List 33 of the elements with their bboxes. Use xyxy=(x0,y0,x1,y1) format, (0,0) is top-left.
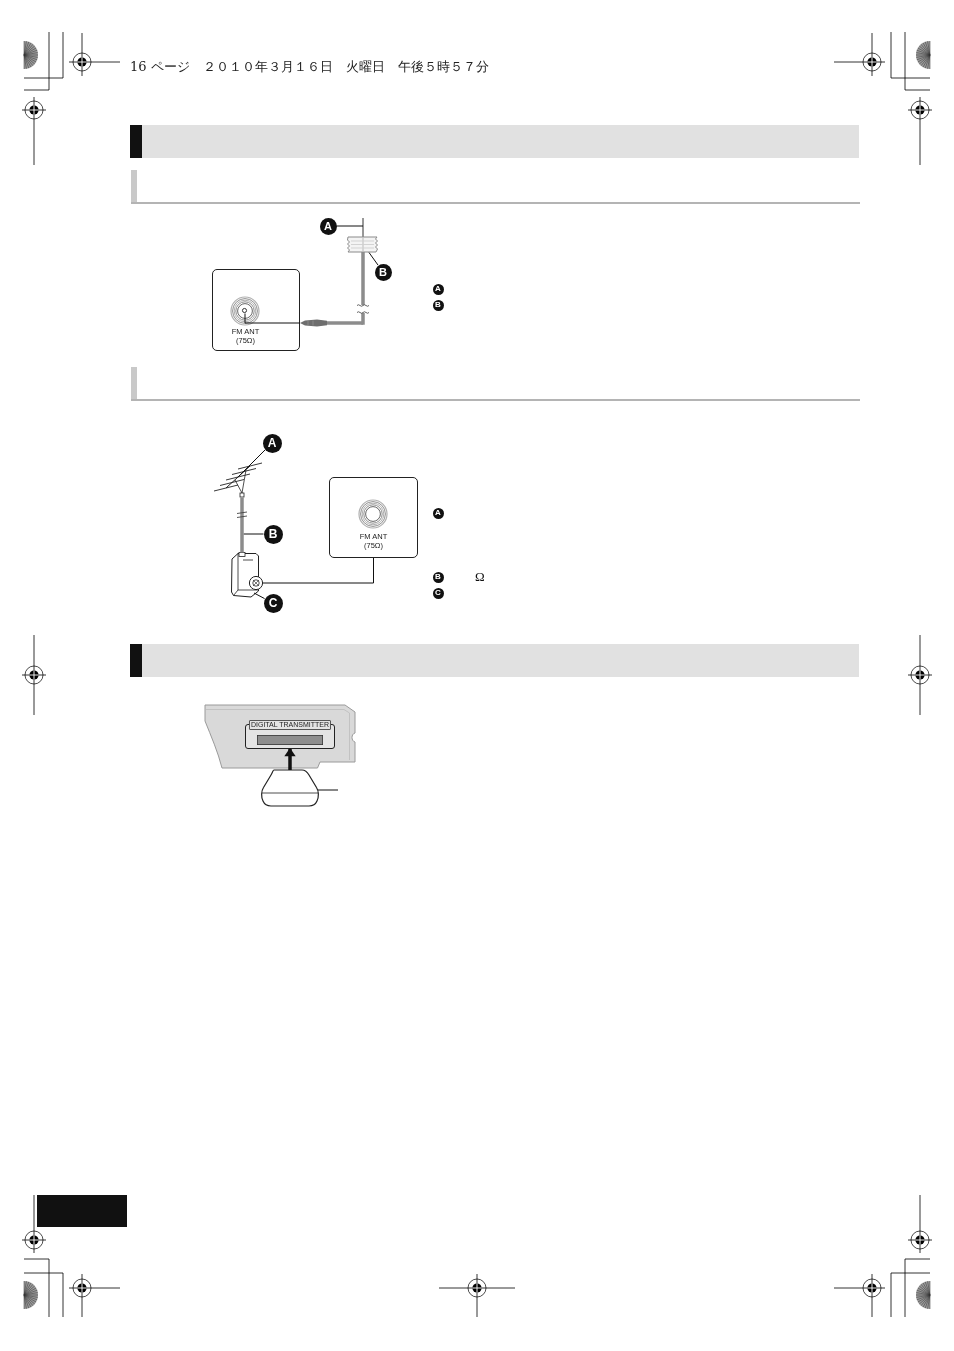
cable xyxy=(244,313,301,324)
jack-pin xyxy=(242,308,247,313)
transmitter xyxy=(260,768,321,808)
terminal-panel xyxy=(212,269,300,351)
callout-letter: A xyxy=(262,433,282,453)
antenna xyxy=(212,461,264,499)
antenna-wire xyxy=(356,217,370,325)
plug xyxy=(299,319,328,327)
leader-line xyxy=(253,592,266,600)
ohm-symbol: Ω xyxy=(475,569,485,585)
callout-letter: A xyxy=(432,507,444,519)
callout-letter: B xyxy=(432,299,444,311)
leader-line xyxy=(368,252,379,266)
arrow xyxy=(284,748,296,770)
callout-letter: C xyxy=(263,593,283,613)
leader-line xyxy=(243,533,264,535)
header-text: 16 ページ ２０１０年３月１６日 火曜日 午後５時５７分 xyxy=(130,59,489,75)
terminal-panel xyxy=(329,477,418,558)
antenna-adaptor xyxy=(230,551,265,598)
callout-letter: A xyxy=(319,217,337,235)
cable xyxy=(240,497,244,553)
cable xyxy=(262,557,374,584)
callout-letter: B xyxy=(432,571,444,583)
callout-letter: B xyxy=(374,263,392,281)
cable xyxy=(327,321,363,325)
tape xyxy=(346,236,379,253)
leader-line xyxy=(237,449,266,478)
leader-line xyxy=(336,225,364,227)
callout-letter: B xyxy=(263,524,283,544)
device-panel xyxy=(204,703,356,770)
callout-letter: A xyxy=(432,283,444,295)
callout-letter: C xyxy=(432,587,444,599)
leader-line xyxy=(317,789,339,791)
